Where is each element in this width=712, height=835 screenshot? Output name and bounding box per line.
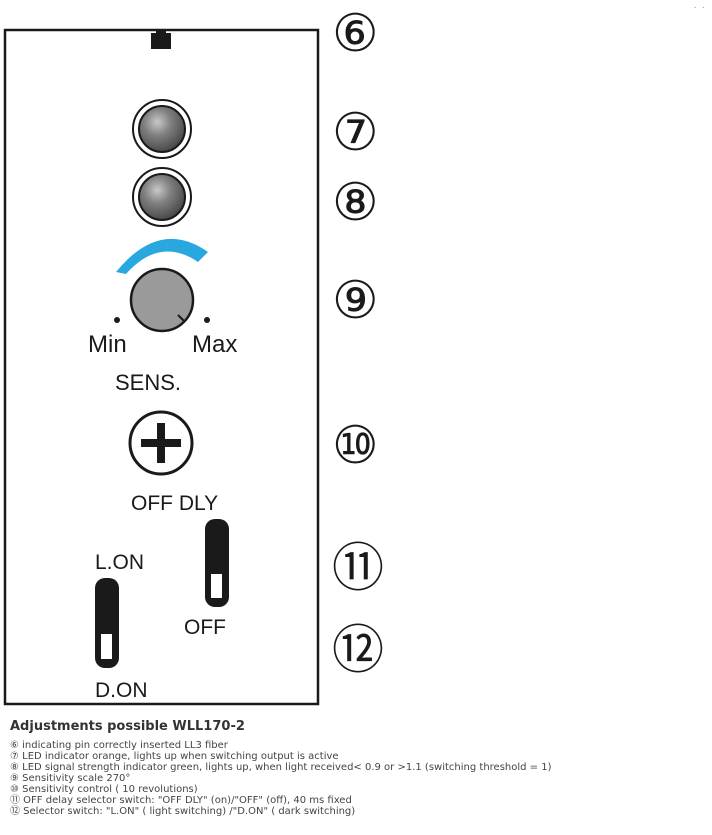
off-label: OFF	[184, 616, 226, 639]
off-delay-switch[interactable]	[205, 519, 229, 607]
caption-title: Adjustments possible WLL170-2	[10, 719, 245, 734]
caption-line-10: ⑩ Sensitivity control ( 10 revolutions)	[10, 784, 198, 795]
sens-label: SENS.	[115, 370, 181, 395]
corner-dots: · ·	[693, 2, 706, 13]
sensitivity-control-screw[interactable]	[128, 410, 194, 476]
caption-line-12: ⑫ Selector switch: "L.ON" ( light switch…	[10, 806, 356, 817]
led-signal-strength-green	[132, 167, 192, 227]
led-indicator-orange	[132, 99, 192, 159]
caption-line-9: ⑨ Sensitivity scale 270°	[10, 773, 131, 784]
min-dot	[114, 317, 120, 323]
sensitivity-scale-arc	[116, 238, 208, 274]
callout-10: ⑩	[332, 416, 379, 476]
min-label: Min	[88, 331, 127, 358]
caption: Adjustments possible WLL170-2 ⑥ indicati…	[10, 719, 705, 817]
max-dot	[204, 317, 210, 323]
light-dark-selector-switch[interactable]	[95, 578, 119, 668]
callout-8: ⑧	[332, 173, 379, 233]
indicating-pin	[151, 33, 171, 49]
callout-6: ⑥	[332, 4, 379, 64]
callout-7: ⑦	[332, 103, 379, 163]
l-on-label: L.ON	[95, 551, 144, 574]
callout-11: ⑪	[332, 539, 384, 599]
caption-line-11: ⑪ OFF delay selector switch: "OFF DLY" (…	[10, 795, 352, 806]
d-on-label: D.ON	[95, 679, 148, 702]
callout-9: ⑨	[332, 271, 379, 331]
caption-line-7: ⑦ LED indicator orange, lights up when s…	[10, 751, 339, 762]
sensitivity-knob[interactable]	[129, 267, 195, 333]
off-dly-label: OFF DLY	[131, 492, 218, 515]
device-diagram: Min Max SENS. OFF DLY OFF L.ON D.ON ⑥ ⑦ …	[3, 4, 384, 706]
max-label: Max	[192, 331, 237, 358]
caption-line-6: ⑥ indicating pin correctly inserted LL3 …	[10, 740, 228, 751]
caption-line-8: ⑧ LED signal strength indicator green, l…	[10, 762, 552, 773]
callout-12: ⑫	[332, 621, 384, 681]
